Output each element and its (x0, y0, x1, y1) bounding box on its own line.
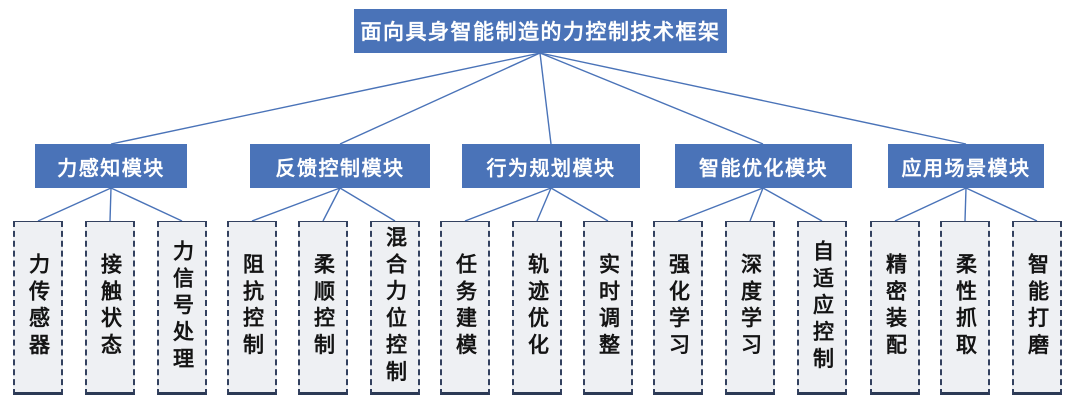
leaf-node-impedance-control: 阻抗控制 (227, 221, 277, 395)
leaf-node-label: 自适应控制 (810, 239, 834, 375)
module-node-label: 智能优化模块 (699, 157, 828, 180)
leaf-node-compliant-control: 柔顺控制 (298, 221, 348, 395)
module-node-intelligent-optimization: 智能优化模块 (675, 144, 852, 188)
module-node-label: 力感知模块 (57, 157, 165, 180)
leaf-node-label: 阻抗控制 (240, 253, 264, 361)
leaf-node-task-modeling: 任务建模 (440, 221, 490, 395)
module-node-label: 反馈控制模块 (275, 157, 405, 180)
leaf-node-label: 力信号处理 (170, 239, 194, 375)
leaf-node-label: 精密装配 (883, 253, 907, 361)
leaf-node-label: 强化学习 (666, 253, 690, 361)
leaf-node-reinforcement-learning: 强化学习 (653, 221, 703, 395)
leaf-node-label: 深度学习 (738, 253, 762, 361)
leaf-node-trajectory-optimization: 轨迹优化 (512, 221, 562, 395)
leaf-node-label: 轨迹优化 (525, 253, 549, 361)
leaf-node-label: 柔顺控制 (311, 253, 335, 361)
leaf-node-hybrid-force-position-control: 混合力位控制 (370, 221, 420, 395)
root-node: 面向具身智能制造的力控制技术框架 (354, 9, 727, 53)
leaf-node-label: 任务建模 (453, 253, 477, 361)
leaf-node-force-sensor: 力传感器 (13, 221, 63, 395)
module-node-application-scenarios: 应用场景模块 (888, 144, 1044, 188)
leaf-node-label: 混合力位控制 (383, 226, 407, 388)
leaf-node-deep-learning: 深度学习 (725, 221, 775, 395)
leaf-node-force-signal-processing: 力信号处理 (157, 221, 207, 395)
module-node-feedback-control: 反馈控制模块 (250, 144, 430, 188)
leaf-node-label: 智能打磨 (1025, 253, 1049, 361)
leaf-node-realtime-adjustment: 实时调整 (583, 221, 633, 395)
leaf-node-flexible-grasping: 柔性抓取 (940, 221, 990, 395)
module-node-behavior-planning: 行为规划模块 (462, 144, 640, 188)
leaf-node-label: 实时调整 (596, 253, 620, 361)
module-node-force-sensing: 力感知模块 (35, 144, 187, 188)
leaf-node-label: 力传感器 (26, 253, 50, 361)
leaf-node-label: 接触状态 (98, 253, 122, 361)
root-node-label: 面向具身智能制造的力控制技术框架 (360, 21, 721, 44)
leaf-node-intelligent-polishing: 智能打磨 (1012, 221, 1062, 395)
leaf-node-adaptive-control: 自适应控制 (797, 221, 847, 395)
module-node-label: 行为规划模块 (486, 157, 616, 180)
leaf-node-label: 柔性抓取 (953, 253, 977, 361)
leaf-node-precision-assembly: 精密装配 (870, 221, 920, 395)
leaf-node-contact-state: 接触状态 (85, 221, 135, 395)
module-node-label: 应用场景模块 (901, 157, 1031, 180)
